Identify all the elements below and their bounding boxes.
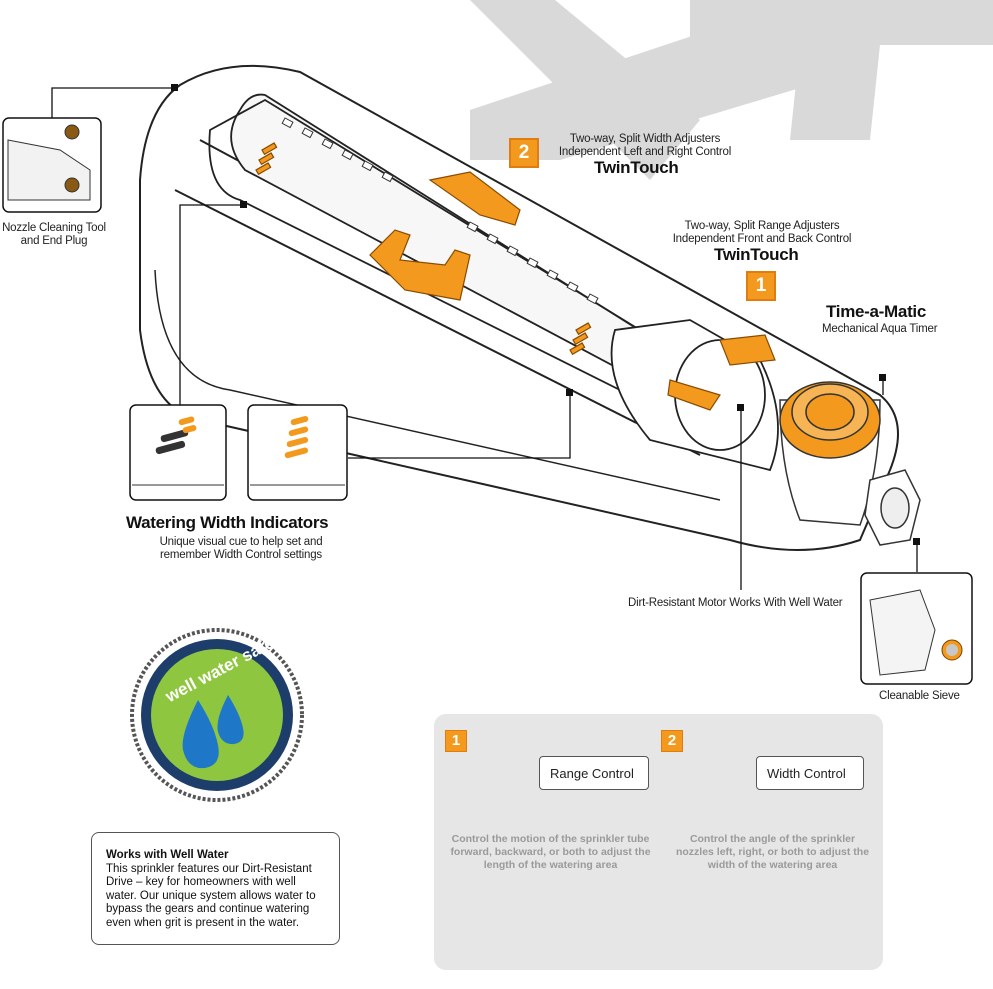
well-water-info-body: This sprinkler features our Dirt-Resista… (106, 862, 316, 929)
badge-two-top: 2 (509, 138, 539, 168)
twin-top-description: Two-way, Split Width Adjusters Independe… (558, 133, 732, 158)
sprinkler-tube (208, 93, 779, 472)
width-control-label: Width Control (756, 756, 864, 790)
nozzle-tool-label: Nozzle Cleaning Tool and End Plug (2, 222, 106, 247)
range-control-description: Control the motion of the sprinkler tube… (450, 833, 651, 871)
well-water-info-box: Works with Well Water This sprinkler fea… (91, 832, 340, 945)
twin-mid-description: Two-way, Split Range Adjusters Independe… (672, 220, 852, 245)
timer-subtitle: Mechanical Aqua Timer (822, 323, 938, 335)
nozzle-tool-inset (2, 117, 102, 213)
width-indicators-subtitle: Unique visual cue to help set and rememb… (159, 536, 323, 561)
width-control-badge: 2 (661, 730, 683, 752)
timer-title: Time-a-Matic (826, 302, 927, 321)
width-indicator-inset-left (129, 404, 227, 501)
callout-lines (51, 87, 918, 590)
width-indicator-inset-right (247, 404, 348, 501)
well-water-safe-badge (130, 628, 304, 802)
sieve-inset (860, 572, 973, 685)
width-indicators-title: Watering Width Indicators (126, 513, 329, 532)
aqua-timer-dial (779, 381, 921, 546)
badge-one-mid: 1 (746, 271, 776, 301)
orange-adjusters (255, 142, 776, 411)
motor-label: Dirt-Resistant Motor Works With Well Wat… (628, 597, 843, 609)
well-water-info-title: Works with Well Water (106, 849, 229, 861)
twin-mid-title: TwinTouch (714, 245, 799, 264)
width-indicator-marks (255, 142, 592, 356)
width-control-description: Control the angle of the sprinkler nozzl… (675, 833, 870, 871)
range-control-label: Range Control (539, 756, 649, 790)
callout-dots (171, 84, 920, 545)
sieve-label: Cleanable Sieve (879, 690, 960, 702)
background-logo (470, 0, 993, 180)
range-control-badge: 1 (445, 730, 467, 752)
twin-top-title: TwinTouch (594, 158, 679, 177)
